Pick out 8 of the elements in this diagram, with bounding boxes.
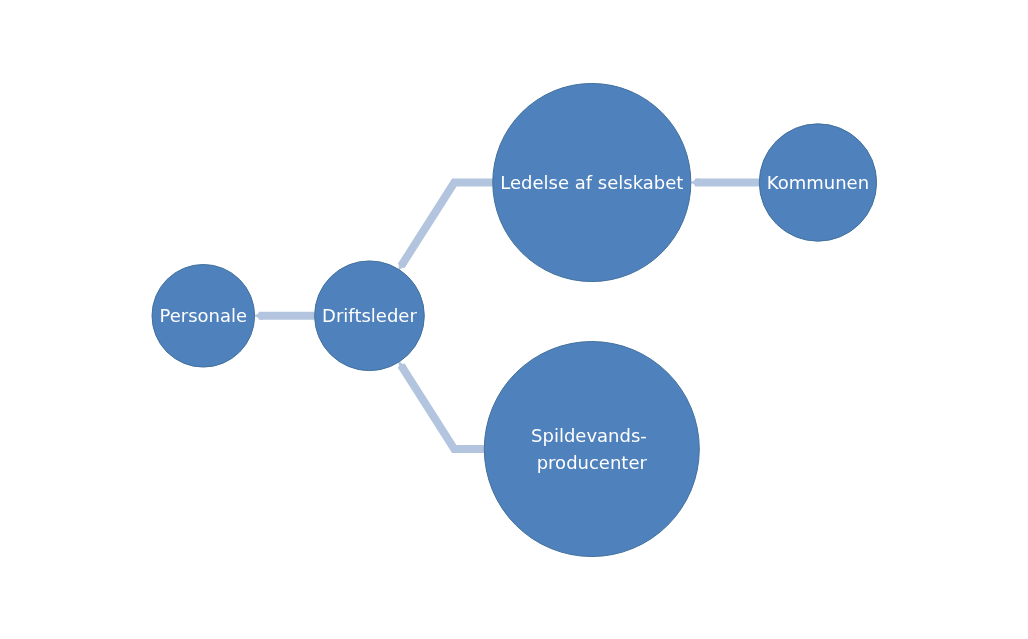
node-circle: Kommunen bbox=[758, 122, 877, 242]
node-circle: Ledelse af selskabet bbox=[491, 82, 692, 282]
node-circle: Personale bbox=[151, 263, 255, 368]
arrow bbox=[690, 177, 759, 187]
arrow bbox=[397, 178, 493, 270]
node-circle: Spildevands- producenter bbox=[483, 340, 700, 557]
arrow bbox=[253, 310, 315, 320]
node-circle: Driftsleder bbox=[313, 259, 425, 371]
